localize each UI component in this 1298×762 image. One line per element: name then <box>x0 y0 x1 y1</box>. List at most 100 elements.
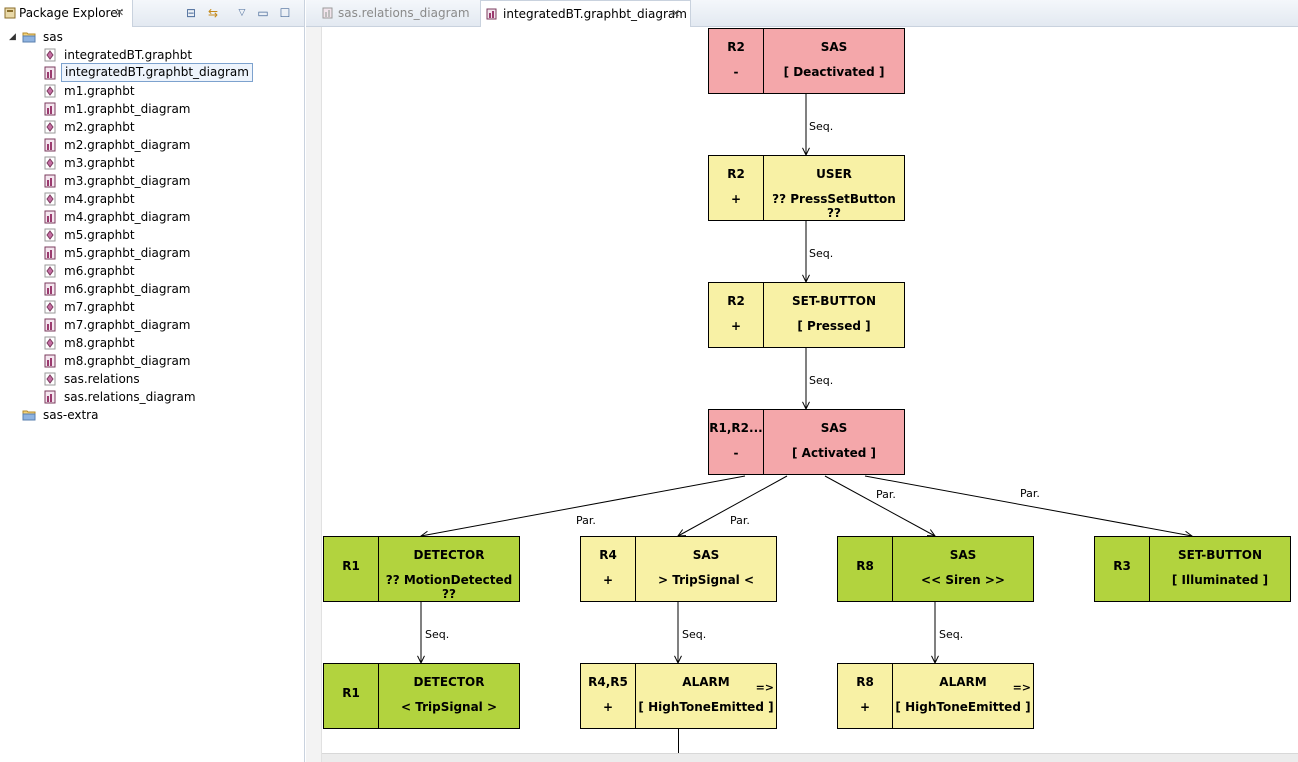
node-behavior: [ HighToneEmitted ] <box>638 700 774 714</box>
node-content-cell: SET-BUTTON[ Pressed ] <box>764 283 904 347</box>
tree-item-label: m8.graphbt <box>64 336 135 350</box>
graphbt-file-icon <box>44 336 56 350</box>
bt-node[interactable]: R4+SAS> TripSignal < <box>580 536 777 602</box>
graphbt-file-icon <box>44 156 56 170</box>
edge-label: Par. <box>876 488 896 501</box>
horizontal-scrollbar[interactable] <box>322 753 1298 762</box>
node-requirement-cell: R4+ <box>581 537 636 601</box>
tree-item-label: integratedBT.graphbt_diagram <box>61 63 253 82</box>
node-requirement: R1 <box>342 686 360 700</box>
node-behavior: << Siren >> <box>921 573 1005 587</box>
bt-node[interactable]: R2 + SET-BUTTON[ Pressed ] <box>708 282 905 348</box>
node-requirement: R3 <box>1113 559 1131 573</box>
node-content-cell: USER?? PressSetButton ?? <box>764 156 904 220</box>
node-operator: + <box>602 573 614 587</box>
minimize-icon[interactable]: ▭ <box>257 6 269 20</box>
node-requirement-cell: R2- <box>709 29 764 93</box>
edge-label: Seq. <box>682 628 707 641</box>
bt-node[interactable]: R1,R2...-SAS[ Activated ] <box>708 409 905 475</box>
tree-item-label: integratedBT.graphbt <box>64 48 193 62</box>
maximize-icon[interactable]: ☐ <box>279 6 291 20</box>
close-icon[interactable]: ✕ <box>115 6 125 19</box>
explorer-tab-bar: Package Explorer ✕ ⊟ ⇆ ▽ ▭ ☐ <box>0 0 304 27</box>
graphbt-file-icon <box>44 48 56 62</box>
edge-label: Seq. <box>425 628 450 641</box>
tree-item-label: sas.relations <box>64 372 140 386</box>
collapse-all-icon[interactable]: ⊟ <box>185 6 197 20</box>
node-operator: - <box>733 446 739 460</box>
node-requirement: R2 <box>727 167 745 181</box>
node-content-cell: SAS << Siren >> <box>893 537 1033 601</box>
graphbt-file-icon <box>44 120 56 134</box>
tree-item-label: m3.graphbt <box>64 156 135 170</box>
link-with-editor-icon[interactable]: ⇆ <box>207 6 219 20</box>
diagram-file-icon <box>44 138 56 152</box>
node-component: SAS <box>949 548 977 562</box>
tab-label: sas.relations_diagram <box>338 6 470 20</box>
node-operator: + <box>602 700 614 714</box>
tree-item-label: sas <box>43 30 63 44</box>
node-requirement-cell: R4,R5+ <box>581 664 636 728</box>
tab-sas-relations-diagram[interactable]: sas.relations_diagram <box>316 0 474 27</box>
edge-label: Par. <box>730 514 750 527</box>
node-operator: + <box>730 319 742 333</box>
graphbt-file-icon <box>44 228 56 242</box>
tree-item-label: m2.graphbt <box>64 120 135 134</box>
folder-icon <box>22 410 36 421</box>
node-requirement: R2 <box>727 294 745 308</box>
diagram-file-icon <box>44 390 56 404</box>
node-requirement: R2 <box>727 40 745 54</box>
tree-item-label: m4.graphbt <box>64 192 135 206</box>
node-requirement-cell: R3 <box>1095 537 1150 601</box>
graphbt-file-icon <box>44 192 56 206</box>
node-requirement-cell: R2 + <box>709 283 764 347</box>
node-behavior: ?? MotionDetected ?? <box>385 573 513 601</box>
node-component: ALARM <box>939 675 987 689</box>
tab-integratedbt-diagram[interactable]: integratedBT.graphbt_diagram ✕ <box>480 0 691 28</box>
bt-node[interactable]: R2- SAS [ Deactivated ] <box>708 28 905 94</box>
tree-item-label: sas-extra <box>43 408 99 422</box>
node-requirement-cell: R2+ <box>709 156 764 220</box>
node-component: SAS <box>820 40 848 54</box>
tab-package-explorer[interactable]: Package Explorer ✕ <box>0 0 133 27</box>
diagram-file-icon <box>44 282 56 296</box>
node-behavior: [ Pressed ] <box>797 319 871 333</box>
diagram-canvas[interactable] <box>306 27 1298 762</box>
node-operator: + <box>859 700 871 714</box>
bt-node[interactable]: R8+ALARM[ HighToneEmitted ]=> <box>837 663 1034 729</box>
node-content-cell: SET-BUTTON[ Illuminated ] <box>1150 537 1290 601</box>
bt-node[interactable]: R8 SAS << Siren >> <box>837 536 1034 602</box>
node-content-cell: DETECTOR< TripSignal > <box>379 664 519 728</box>
graphbt-file-icon <box>44 372 56 386</box>
edge-label: Seq. <box>809 374 834 387</box>
node-behavior: [ Deactivated ] <box>783 65 885 79</box>
bt-node[interactable]: R1 DETECTOR< TripSignal > <box>323 663 520 729</box>
graphbt-file-icon <box>44 300 56 314</box>
diagram-file-icon <box>44 66 56 80</box>
view-menu-icon[interactable]: ▽ <box>238 8 246 18</box>
node-behavior: [ HighToneEmitted ] <box>895 700 1031 714</box>
node-marker: => <box>1012 681 1031 694</box>
node-content-cell: SAS> TripSignal < <box>636 537 776 601</box>
tree-item-label: m6.graphbt <box>64 264 135 278</box>
node-content-cell: ALARM[ HighToneEmitted ]=> <box>636 664 776 728</box>
edge-label: Par. <box>1020 487 1040 500</box>
close-icon[interactable]: ✕ <box>671 7 681 20</box>
node-behavior: ?? PressSetButton ?? <box>772 192 896 220</box>
node-component: DETECTOR <box>413 675 485 689</box>
bt-node[interactable]: R2+USER?? PressSetButton ?? <box>708 155 905 221</box>
node-requirement-cell: R1 <box>324 537 379 601</box>
diagram-file-icon <box>44 318 56 332</box>
expand-arrow-icon[interactable]: ◢ <box>9 32 16 42</box>
node-behavior: > TripSignal < <box>657 573 755 587</box>
package-explorer-icon <box>4 7 16 19</box>
bt-node[interactable]: R3 SET-BUTTON[ Illuminated ] <box>1094 536 1291 602</box>
node-requirement: R8 <box>856 559 874 573</box>
bt-node[interactable]: R4,R5+ALARM[ HighToneEmitted ]=> <box>580 663 777 729</box>
tree-item-label: m4.graphbt_diagram <box>64 210 191 224</box>
node-content-cell: DETECTOR?? MotionDetected ?? <box>379 537 519 601</box>
tree-item-label: m6.graphbt_diagram <box>64 282 191 296</box>
node-requirement-cell: R1,R2...- <box>709 410 764 474</box>
node-component: ALARM <box>682 675 730 689</box>
